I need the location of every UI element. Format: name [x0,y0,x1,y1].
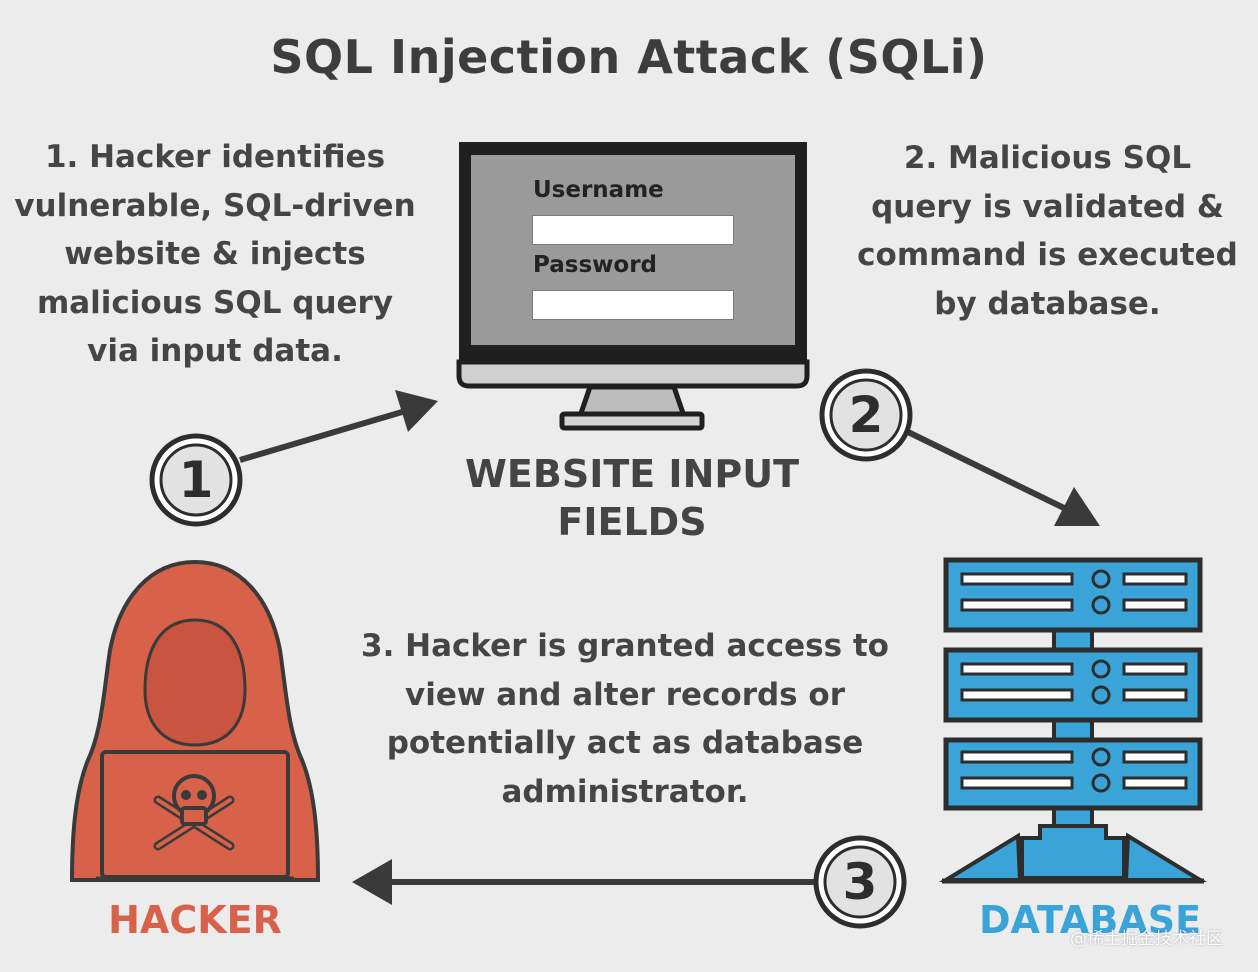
username-label: Username [533,177,664,203]
step-2-badge: 2 [848,386,884,444]
watermark: @稀土掘金技术社区 [1070,929,1223,949]
password-label: Password [533,252,657,278]
step-1-badge: 1 [178,451,214,509]
diagram-title: SQL Injection Attack (SQLi) [270,30,988,84]
step-3-description: 3. Hacker is granted access to view and … [361,628,889,810]
website-input-fields-label: WEBSITE INPUT FIELDS [464,452,800,544]
arrow-3 [352,859,820,905]
hacker-icon [69,559,321,882]
skull-crossbones-icon [153,774,235,851]
badge-2-circle [819,368,913,462]
step-2-description: 2. Malicious SQL query is validated & co… [857,140,1238,322]
password-input[interactable] [532,290,734,320]
arrow-2 [906,429,1100,526]
hacker-label: HACKER [108,898,282,942]
username-input[interactable] [532,215,734,245]
badge-3-circle [813,835,907,929]
badge-1-circle [149,433,243,527]
step-1-description: 1. Hacker identifies vulnerable, SQL-dri… [14,139,416,369]
step-3-badge: 3 [842,853,878,911]
database-server-icon [938,557,1208,884]
database-label: DATABASE [978,898,1202,942]
arrow-1 [239,390,438,463]
